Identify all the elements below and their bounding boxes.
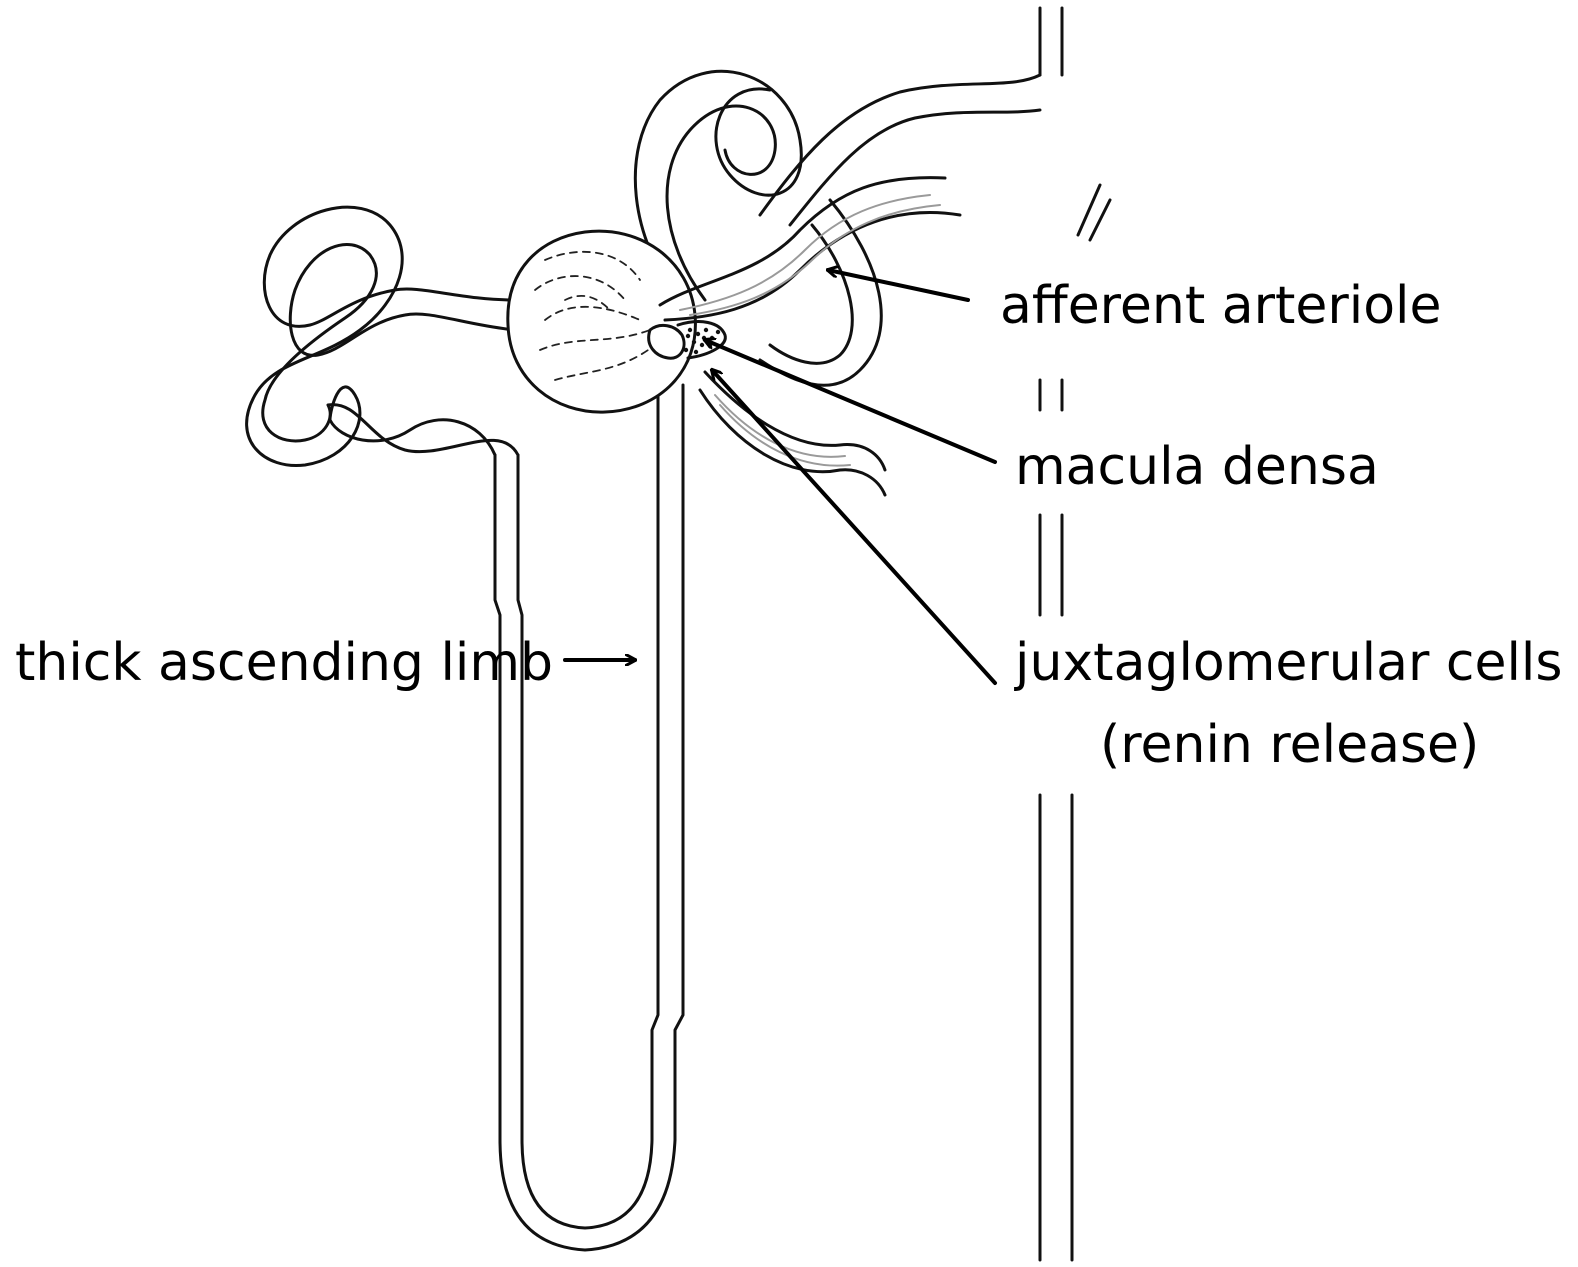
loop-of-henle — [495, 370, 683, 1250]
renin-release-label: (renin release) — [1100, 715, 1479, 775]
thick-ascending-limb-label: thick ascending limb — [15, 633, 553, 693]
proximal-convoluted-tubule — [247, 207, 518, 465]
efferent-arteriole-vessel — [700, 372, 885, 495]
afferent-arteriole-label: afferent arteriole — [1000, 276, 1442, 336]
juxtaglomerular-cells-label: juxtaglomerular cells — [1014, 633, 1562, 693]
macula-densa-label: macula densa — [1015, 437, 1379, 497]
glomerulus — [508, 231, 696, 412]
juxtaglomerular-cells-pointer — [712, 370, 995, 683]
